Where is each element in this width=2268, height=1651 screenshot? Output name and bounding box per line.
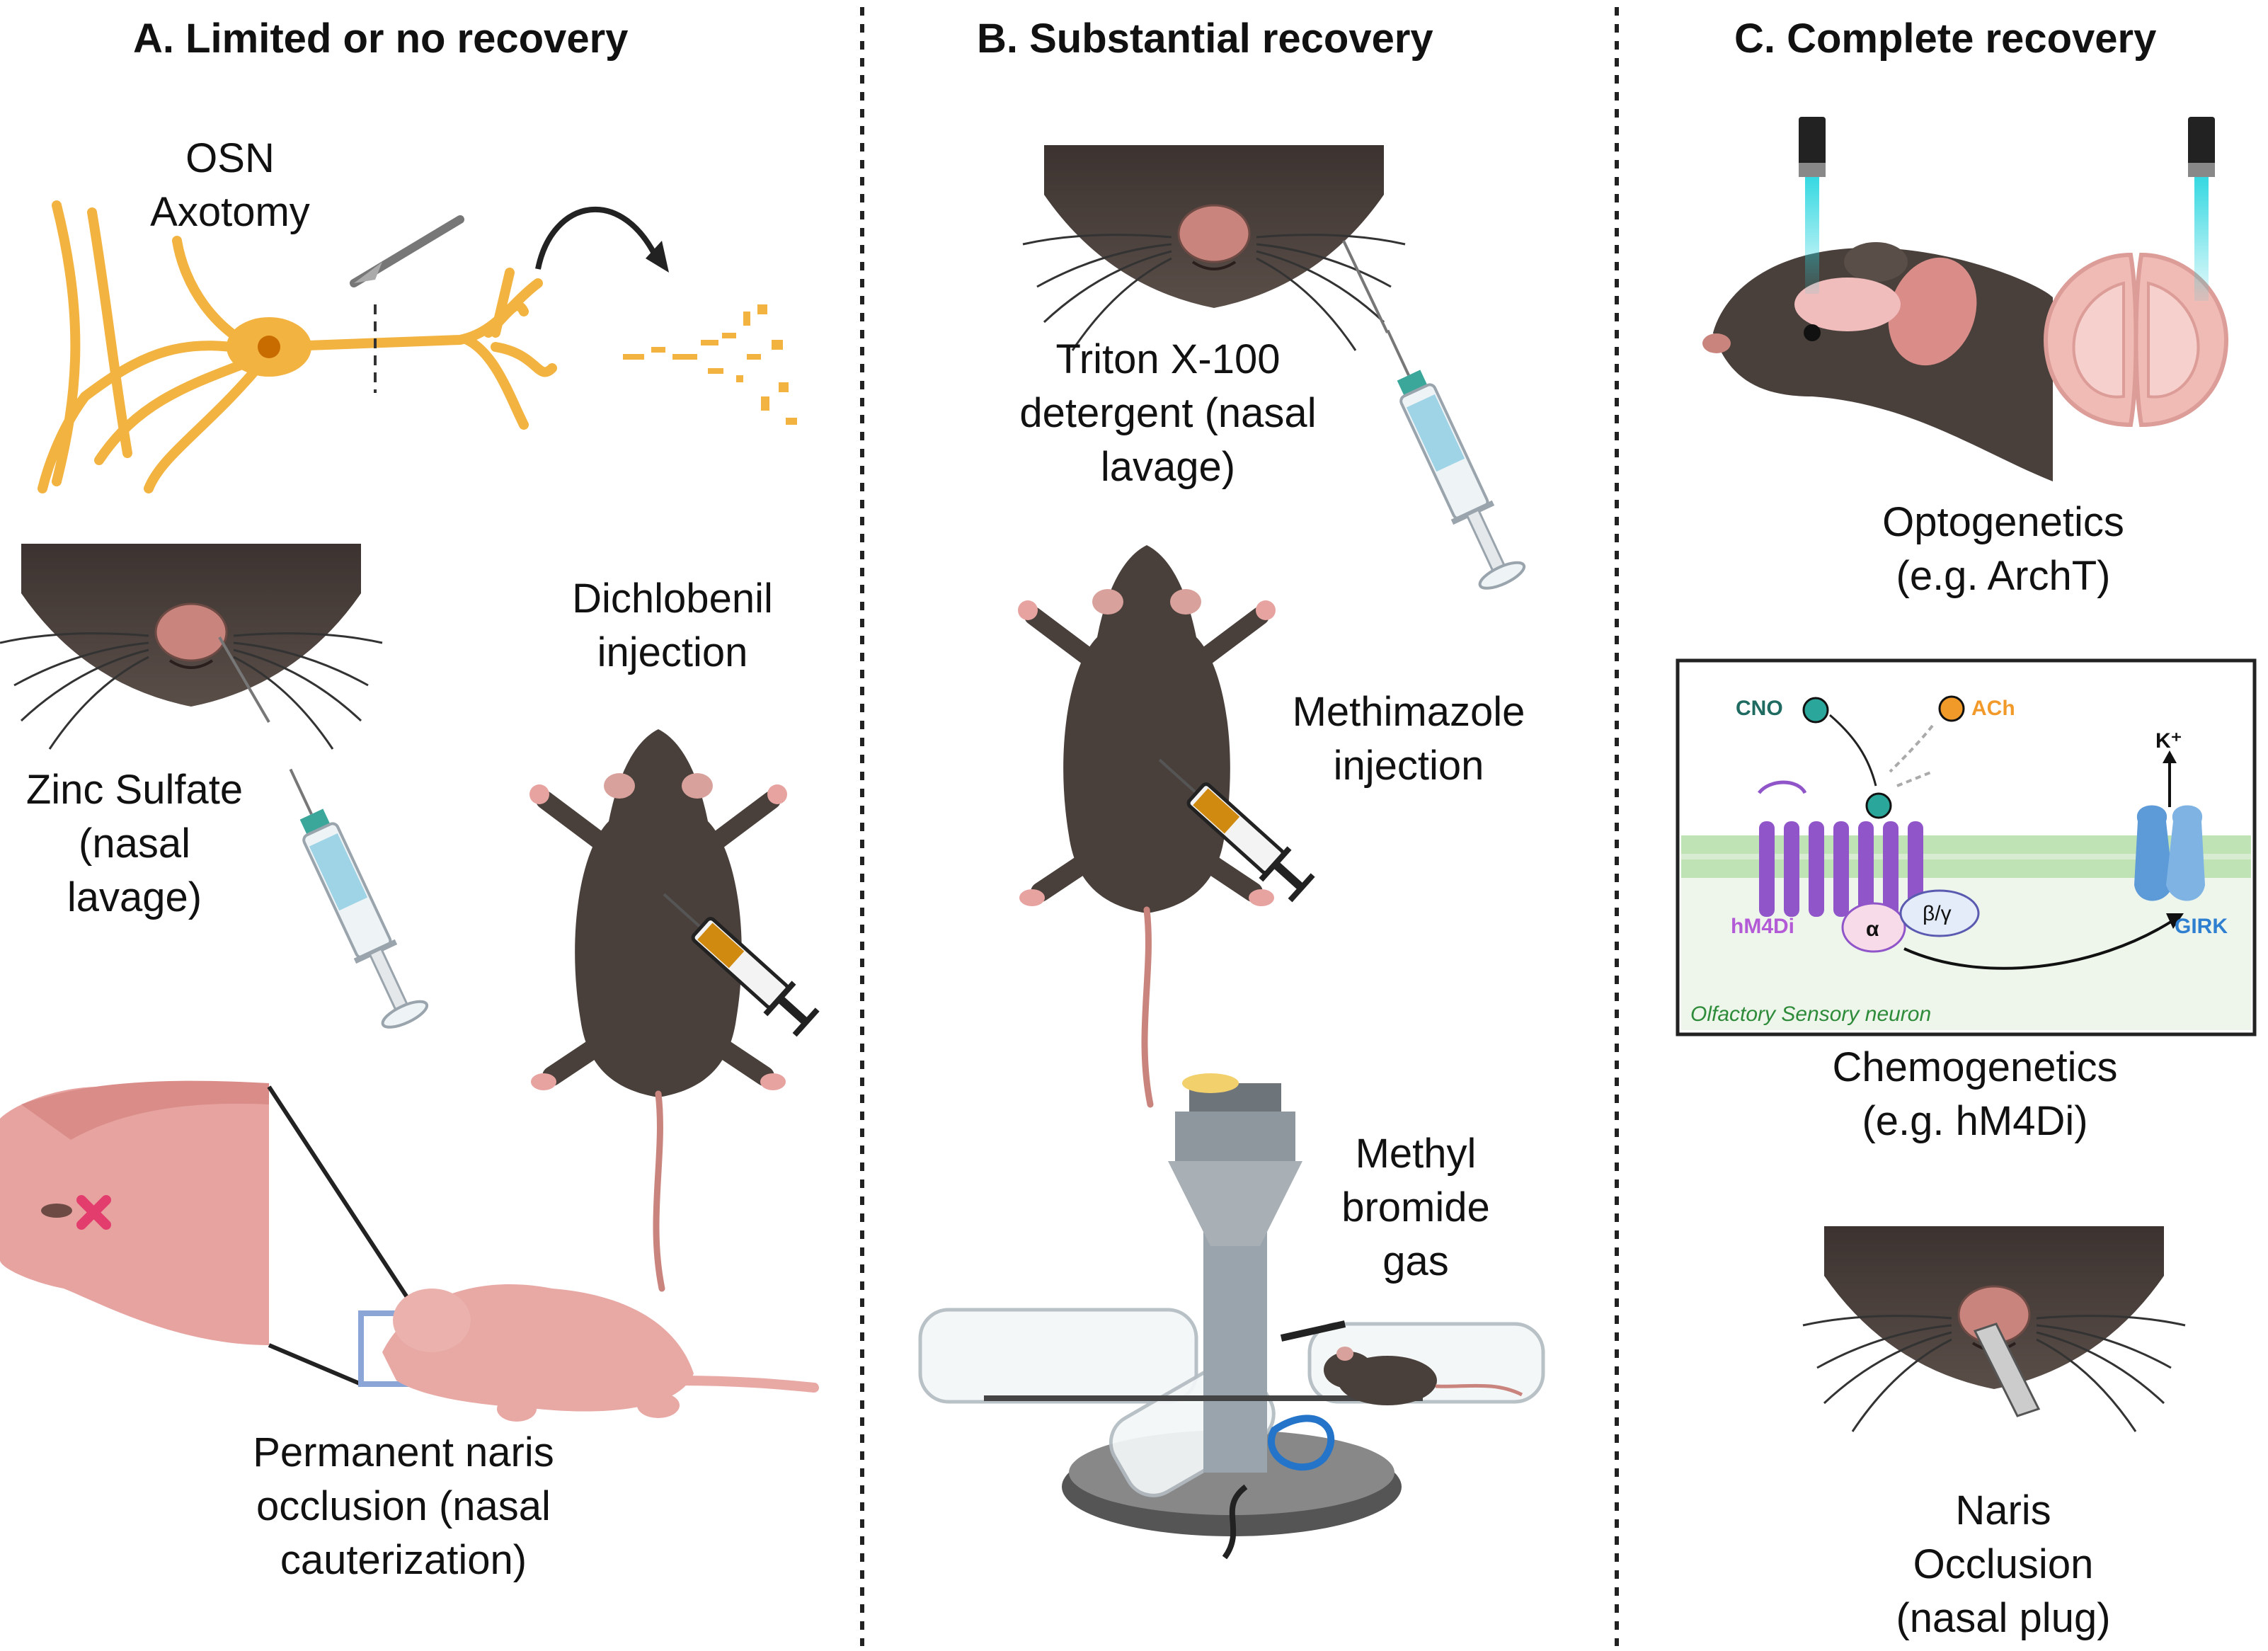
triton-label: Triton X-100 detergent (nasal lavage) [1019,336,1317,490]
cell-label: Olfactory Sensory neuron [1690,1002,1932,1026]
g-beta-gamma-icon [1899,889,1980,937]
naris-occlusion-label: Naris Occlusion (nasal plug) [1896,1487,2111,1641]
ach-molecule-icon [1938,695,1965,722]
g-beta-gamma-label: β/γ [1923,902,1952,925]
girk-channel-icon [2134,750,2205,901]
hm4di-label: hM4Di [1731,915,1794,938]
girk-label: GIRK [2175,915,2228,938]
methimazole-label: Methimazole injection [1292,689,1525,789]
chemogenetics-inset [1676,658,2257,1036]
panel-b-title: B. Substantial recovery [977,16,1433,62]
cno-label: CNO [1736,697,1783,720]
curved-arrow-icon [535,206,661,270]
fumigation-chamber-icon [918,1073,1545,1560]
chemogenetics-label: Chemogenetics (e.g. hM4Di) [1832,1044,2118,1144]
cauterization-label: Permanent naris occlusion (nasal cauteri… [253,1429,554,1583]
axotomy-label: OSN Axotomy [150,135,310,235]
k-plus-label: K⁺ [2155,729,2182,753]
nose-closeup [0,1083,269,1345]
g-alpha-icon [1841,902,1906,953]
degenerated-axon-icon [623,304,797,425]
cross-mark-icon [76,1195,111,1230]
zinc-sulfate-label: Zinc Sulfate (nasal lavage) [25,767,244,920]
olfactory-bulb-icon [2043,117,2229,428]
optogenetics-mouse-icon [1702,117,2053,481]
panel-c-title: C. Complete recovery [1734,16,2157,62]
methyl-bromide-label: Methyl bromide gas [1341,1131,1490,1284]
optogenetics-label: Optogenetics (e.g. ArchT) [1882,499,2124,599]
dichlobenil-label: Dichlobenil injection [572,576,773,675]
ach-label: ACh [1971,697,2015,720]
cno-molecule-icon [1802,697,1829,724]
panel-a-title: A. Limited or no recovery [133,16,629,62]
hm4di-receptor-icon [1759,821,1923,917]
g-alpha-label: α [1866,918,1879,941]
pup-icon [382,1284,819,1422]
scalpel-icon [350,215,464,287]
